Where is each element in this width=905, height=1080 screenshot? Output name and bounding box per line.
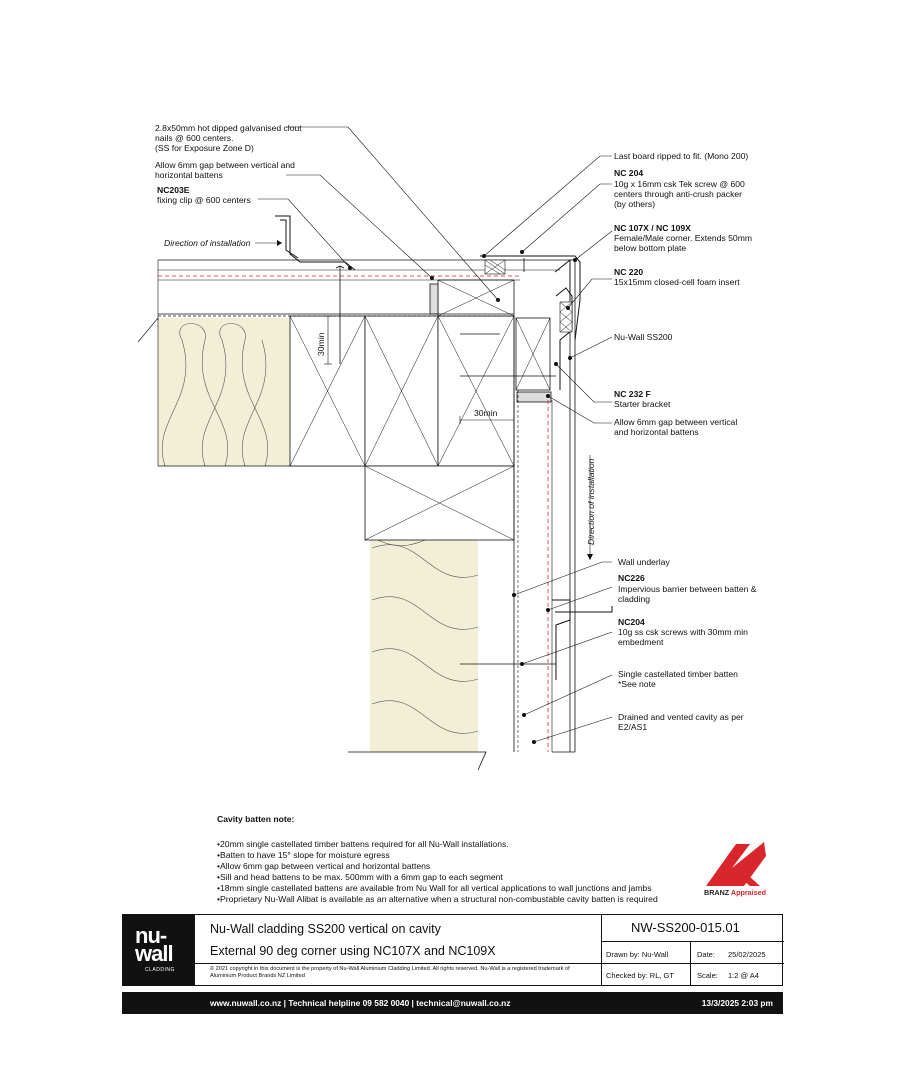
svg-text:horizontal battens: horizontal battens (155, 170, 223, 180)
svg-text:nails @ 600 centers.: nails @ 600 centers. (155, 133, 233, 143)
notes-title: Cavity batten note: (217, 814, 295, 824)
note-item: Sill and head battens to be max. 500mm w… (217, 872, 737, 883)
construction-detail-drawing: 30min 30min Direction of installation Di… (137, 123, 757, 771)
callout-nails: 2.8x50mm hot dipped galvanised clout nai… (155, 123, 302, 153)
svg-text:NC 220: NC 220 (614, 267, 643, 277)
svg-text:E2/AS1: E2/AS1 (618, 722, 647, 732)
dim-label-a: 30min (316, 332, 326, 356)
svg-text:Drained and vented cavity as p: Drained and vented cavity as per (618, 712, 744, 722)
date-value: 25/02/2025 (728, 950, 766, 959)
branz-logo (706, 842, 766, 886)
svg-text:Last board ripped to fit. (Mon: Last board ripped to fit. (Mono 200) (614, 151, 748, 161)
footer-contact: www.nuwall.co.nz | Technical helpline 09… (210, 998, 511, 1008)
note-item: 20mm single castellated timber battens r… (217, 839, 737, 850)
leader-lines (258, 126, 613, 743)
direction-vertical: Direction of installation (586, 455, 596, 560)
note-item: Proprietary Nu-Wall Alibat is available … (217, 894, 737, 905)
dimension-30min-horizontal: 30min (459, 408, 514, 424)
svg-text:10g x 16mm csk Tek screw @ 600: 10g x 16mm csk Tek screw @ 600 (614, 179, 745, 189)
branz-text: BRANZ Appraised (704, 888, 767, 897)
drawing-subtitle: External 90 deg corner using NC107X and … (210, 944, 496, 958)
drawn-by: Drawn by: Nu-Wall (606, 950, 669, 959)
callout-nc203e: NC203E fixing clip @ 600 centers (157, 185, 251, 205)
callout-nc204-bottom: NC204 10g ss csk screws with 30mm min em… (618, 617, 748, 647)
note-item: Allow 6mm gap between vertical and horiz… (217, 861, 737, 872)
svg-text:NC203E: NC203E (157, 185, 190, 195)
footer-timestamp: 13/3/2025 2:03 pm (701, 998, 773, 1008)
vertical-wall-layers (513, 260, 576, 753)
checked-by: Checked by: RL, GT (606, 971, 674, 980)
svg-text:(SS for Exposure Zone D): (SS for Exposure Zone D) (155, 143, 254, 153)
svg-text:Starter bracket: Starter bracket (614, 399, 671, 409)
svg-text:Allow 6mm gap between vertical: Allow 6mm gap between vertical (614, 417, 737, 427)
svg-text:and horizontal battens: and horizontal battens (614, 427, 699, 437)
svg-text:below bottom plate: below bottom plate (614, 243, 686, 253)
leader-dots (348, 250, 577, 744)
callout-nc226: NC226 Impervious barrier between batten … (618, 573, 757, 604)
svg-text:Allow 6mm gap between vertical: Allow 6mm gap between vertical and (155, 160, 295, 170)
callout-underlay: Wall underlay (618, 557, 670, 567)
svg-text:fixing clip @ 600 centers: fixing clip @ 600 centers (157, 195, 251, 205)
svg-text:15x15mm closed-cell foam inser: 15x15mm closed-cell foam insert (614, 277, 740, 287)
svg-text:Single castellated timber batt: Single castellated timber batten (618, 669, 738, 679)
callout-last-board: Last board ripped to fit. (Mono 200) (614, 151, 748, 161)
callout-nc220: NC 220 15x15mm closed-cell foam insert (614, 267, 740, 287)
footer-bar: www.nuwall.co.nz | Technical helpline 09… (122, 992, 783, 1014)
callout-ss200: Nu-Wall SS200 (614, 332, 673, 342)
screws (335, 258, 556, 665)
svg-text:NC226: NC226 (618, 573, 645, 583)
drawing-title: Nu-Wall cladding SS200 vertical on cavit… (210, 922, 441, 936)
svg-text:Nu-Wall SS200: Nu-Wall SS200 (614, 332, 673, 342)
svg-text:Female/Male corner. Extends 50: Female/Male corner. Extends 50mm (614, 233, 752, 243)
drawing-number: NW-SS200-015.01 (631, 920, 740, 935)
svg-text:NC 204: NC 204 (614, 168, 643, 178)
svg-text:NC204: NC204 (618, 617, 645, 627)
callout-cavity: Drained and vented cavity as per E2/AS1 (618, 712, 744, 732)
note-item: Batten to have 15° slope for moisture eg… (217, 850, 737, 861)
svg-text:cladding: cladding (618, 594, 650, 604)
cavity-batten-notes: Cavity batten note: 20mm single castella… (217, 814, 737, 905)
svg-text:NC 232 F: NC 232 F (614, 389, 651, 399)
scale-label: Scale: (697, 971, 718, 980)
svg-text:NC 107X / NC 109X: NC 107X / NC 109X (614, 223, 691, 233)
title-block: nu- wall CLADDING Nu-Wall cladding SS200… (122, 914, 784, 986)
callout-gap-right: Allow 6mm gap between vertical and horiz… (614, 417, 737, 437)
direction-label-vertical: Direction of installation (586, 458, 596, 545)
svg-text:10g ss csk screws with 30mm mi: 10g ss csk screws with 30mm min (618, 627, 748, 637)
note-item: 18mm single castellated battens are avai… (217, 883, 737, 894)
timber-framing (289, 279, 552, 541)
callout-batten: Single castellated timber batten *See no… (618, 669, 738, 689)
svg-text:(by others): (by others) (614, 199, 655, 209)
date-label: Date: (697, 950, 715, 959)
svg-text:2.8x50mm hot dipped galvanised: 2.8x50mm hot dipped galvanised clout (155, 123, 302, 133)
notes-list: 20mm single castellated timber battens r… (217, 839, 737, 905)
svg-text:centers through anti-crush pac: centers through anti-crush packer (614, 189, 742, 199)
insulation-lower (348, 534, 487, 771)
nuwall-logo: nu- wall CLADDING (123, 915, 195, 985)
svg-text:embedment: embedment (618, 637, 664, 647)
callout-nc107x: NC 107X / NC 109X Female/Male corner. Ex… (614, 223, 752, 253)
direction-label-horizontal: Direction of installation (164, 238, 251, 248)
direction-horizontal: Direction of installation (164, 238, 282, 248)
callout-nc204-top: NC 204 10g x 16mm csk Tek screw @ 600 ce… (614, 168, 745, 209)
dimension-30min-vertical: 30min (316, 315, 332, 365)
svg-text:Wall underlay: Wall underlay (618, 557, 670, 567)
scale-value: 1:2 @ A4 (728, 971, 759, 980)
insulation-upper (137, 317, 365, 467)
horizontal-wall-layers (157, 259, 575, 320)
svg-text:Impervious barrier between bat: Impervious barrier between batten & (618, 584, 757, 594)
dim-label-b: 30min (474, 408, 498, 418)
svg-text:*See note: *See note (618, 679, 656, 689)
callout-nc232f: NC 232 F Starter bracket (614, 389, 671, 409)
callout-gap-top: Allow 6mm gap between vertical and horiz… (155, 160, 295, 180)
copyright-text: © 2021 copyright in this document is the… (210, 966, 570, 979)
